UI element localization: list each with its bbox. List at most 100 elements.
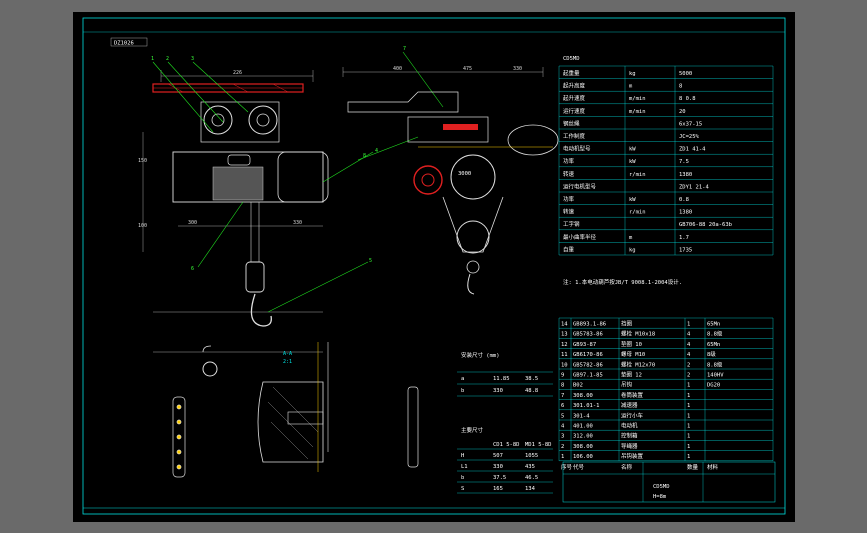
bom-row-code: 401.00 — [573, 424, 593, 430]
bom-row-qty: 1 — [687, 393, 690, 399]
bom-row-qty: 1 — [687, 403, 690, 409]
bom-row-mat: 8.8级 — [707, 360, 723, 368]
dim-top-4: 330 — [513, 66, 522, 72]
spec-row-name: 电动机型号 — [563, 145, 591, 153]
spec-row-name: 起重量 — [563, 69, 580, 77]
spec-row-value: 7.5 — [679, 159, 689, 165]
spec-row-unit: kW — [629, 147, 636, 153]
bom-row-no: 3 — [561, 434, 564, 440]
bom-row-name: 减速器 — [621, 401, 638, 409]
dim-top-2: 400 — [393, 66, 402, 72]
spec-row-value: GB706-88 20a-63b — [679, 222, 732, 228]
bom-row-no: 8 — [561, 383, 564, 389]
bom-row-code: 301-4 — [573, 413, 590, 419]
bom-header-cell: 材料 — [707, 463, 719, 471]
small-table-cell: 38.5 — [525, 376, 538, 382]
bom-row-name: 运行小车 — [621, 411, 644, 419]
bom-row-code: 312.00 — [573, 434, 593, 440]
dim-table-cell: S — [461, 486, 464, 492]
spec-row-unit: r/min — [629, 210, 646, 216]
chain-detail — [172, 386, 419, 478]
bom-row-mat: 8级 — [707, 350, 716, 358]
dim-top-1: 226 — [233, 70, 242, 76]
bom-row-code: GB6170-86 — [573, 352, 603, 358]
dim-table-cell: 37.5 — [493, 475, 506, 481]
bom-row-no: 14 — [561, 322, 568, 328]
bom-row-code: GB97.1-85 — [573, 373, 603, 379]
bom-row-code: B02 — [573, 383, 583, 389]
spec-row-value: JC=25% — [679, 134, 700, 140]
bom-row-code: GB5782-86 — [573, 362, 603, 368]
bom-row-name: 吊钩 — [621, 381, 633, 389]
bom-row-qty: 1 — [687, 434, 690, 440]
spec-row-value: 6x37-15 — [679, 121, 702, 127]
title-block-sub: H=8m — [653, 494, 667, 500]
bom-row-qty: 4 — [687, 332, 691, 338]
bom-row-mat: 65Mn — [707, 342, 720, 348]
drawing-sheet: DZ1026 — [73, 12, 795, 522]
bom-row-qty: 1 — [687, 383, 690, 389]
dim-table-cell: H — [461, 453, 464, 459]
small-table-cell: a — [461, 376, 464, 382]
balloon-8: 8 — [363, 153, 366, 159]
section-scale: 2:1 — [283, 359, 292, 365]
bom-row-qty: 1 — [687, 413, 690, 419]
dim-table-cell: 46.5 — [525, 475, 538, 481]
dim-table-cell: 330 — [493, 464, 503, 470]
bom-row-qty: 1 — [687, 424, 690, 430]
spec-row-value: ZDY1 21-4 — [679, 184, 709, 190]
dim-side-2: 100 — [138, 223, 147, 229]
balloon-5: 5 — [369, 258, 372, 264]
spec-row-name: 起升速度 — [563, 94, 586, 102]
dim-table-cell: 435 — [525, 464, 535, 470]
bom-row-code: 301.01-1 — [573, 403, 600, 409]
spec-row-name: 功率 — [563, 195, 575, 203]
bom-row-name: 电动机 — [621, 422, 638, 430]
inner-frame — [82, 17, 786, 515]
small-table-cell: 48.8 — [525, 388, 538, 394]
title-block: CD5MD H=8m — [562, 461, 776, 503]
dim-side-4: 330 — [293, 220, 302, 226]
bom-header-cell: 代号 — [573, 463, 585, 471]
bom-row-no: 12 — [561, 342, 568, 348]
bom-row-mat: DG20 — [707, 383, 720, 389]
spec-row-value: 1735 — [679, 247, 692, 253]
dim-table-cell: 165 — [493, 486, 503, 492]
bom-row-mat: 140HV — [707, 373, 724, 379]
bom-row-name: 吊钩装置 — [621, 452, 644, 460]
dim-table-col: CD1 5-8D — [493, 442, 520, 448]
bom-row-name: 挡圈 — [621, 320, 633, 328]
small-table-cell: 330 — [493, 388, 503, 394]
spec-row-name: 工字钢 — [563, 220, 580, 228]
small-table-title: 安装尺寸 (mm) — [461, 351, 500, 359]
bom-row-qty: 4 — [687, 352, 691, 358]
small-table-cell: 11.85 — [493, 376, 510, 382]
title-block-name: CD5MD — [653, 484, 670, 490]
bom-row-code: GB93-87 — [573, 342, 596, 348]
small-table-cell: b — [461, 388, 464, 394]
balloon-1: 1 — [151, 56, 154, 62]
bom-row-name: 垫圈 12 — [621, 371, 642, 379]
bom-row-qty: 1 — [687, 444, 690, 450]
bom-row-qty: 2 — [687, 362, 690, 368]
spec-row-unit: m/min — [629, 109, 646, 115]
dim-table-cell: 134 — [525, 486, 536, 492]
bom-row-no: 10 — [561, 362, 568, 368]
spec-row-value: 1.7 — [679, 235, 689, 241]
spec-row-value: 8 0.8 — [679, 96, 696, 102]
dim-table-col: MD1 5-8D — [525, 442, 552, 448]
spec-row-value: 0.8 — [679, 197, 689, 203]
spec-row-name: 工作制度 — [563, 132, 586, 140]
bom-row-qty: 1 — [687, 322, 690, 328]
corner-label: DZ1026 — [114, 41, 134, 47]
bom-row-name: 螺栓 M12x70 — [621, 360, 655, 368]
bom-row-no: 2 — [561, 444, 564, 450]
bom-row-mat: 8.8级 — [707, 330, 723, 338]
small-table: 安装尺寸 (mm) a 11.85 38.5 b 330 48.8 — [457, 351, 553, 397]
bom-row-name: 螺母 M10 — [621, 350, 645, 358]
spec-row-unit: r/min — [629, 172, 646, 178]
bom-row-mat: 65Mn — [707, 322, 720, 328]
spec-row-unit: kW — [629, 159, 636, 165]
